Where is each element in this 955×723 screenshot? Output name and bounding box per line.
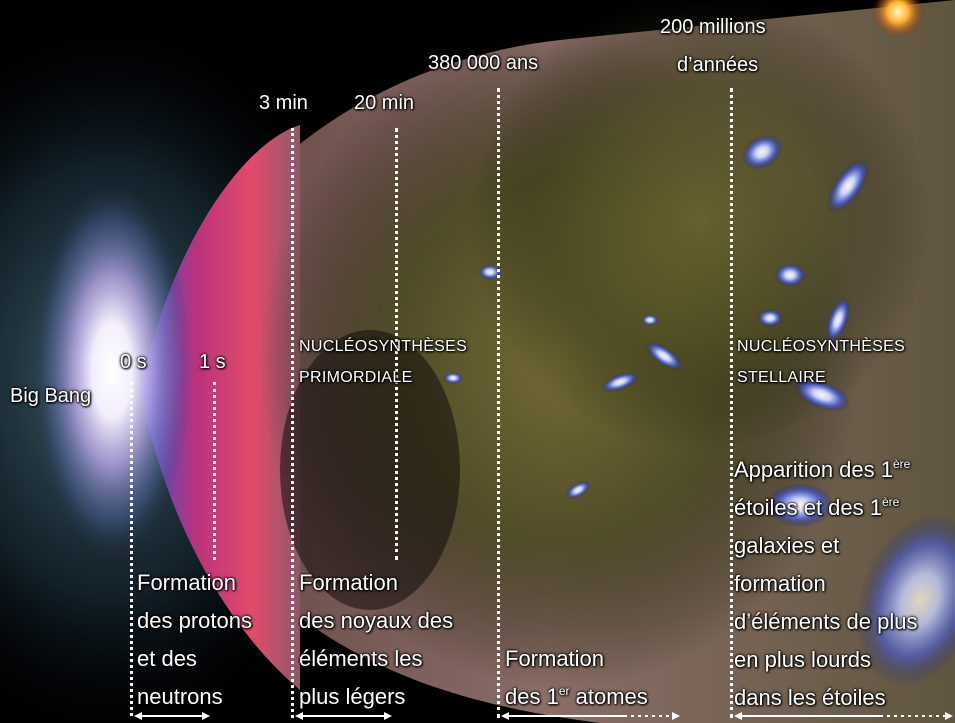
event-first-atoms: Formation des 1er atomes <box>505 640 648 716</box>
arrow-head-right <box>945 712 953 720</box>
timeline-marker-20min <box>395 128 398 560</box>
event-stars-line2: étoiles et des 1ère <box>734 489 917 527</box>
event-stars-line6: en plus lourds <box>734 647 871 672</box>
event-stars-line1: Apparition des 1ère <box>734 451 917 489</box>
event-nuclei-line1: Formation <box>299 570 399 595</box>
timeline-marker-3min <box>291 128 294 718</box>
event-stars-line7: dans les étoiles <box>734 685 886 710</box>
phase-stellar-line2: STELLAIRE <box>737 369 826 386</box>
timeline-marker-380000-ans <box>497 88 500 718</box>
arrow-head-left <box>501 712 509 720</box>
arrow-head-right <box>672 712 680 720</box>
event-atoms-line2-prefix: des 1 <box>505 684 559 709</box>
event-stars-line2-superscript: ère <box>881 495 900 509</box>
event-stars-line1-superscript: ère <box>893 457 911 471</box>
time-label-0s: 0 s <box>120 351 147 373</box>
phase-primordial-line2: PRIMORDIALE <box>299 369 413 386</box>
event-atoms-superscript: er <box>558 684 570 698</box>
timeline-marker-200-millions <box>730 88 733 718</box>
timeline-marker-1s <box>213 382 216 560</box>
time-label-200-millions-line1: 200 millions <box>660 16 766 38</box>
arrow-head-left <box>295 712 303 720</box>
event-stars-line1-prefix: Apparition des 1 <box>734 457 893 482</box>
event-nuclei-line2: des noyaux des <box>299 608 454 633</box>
phase-label-stellar: NUCLÉOSYNTHÈSES STELLAIRE <box>737 331 905 393</box>
time-label-3min: 3 min <box>259 92 308 114</box>
arrow-head-right <box>202 712 210 720</box>
event-atoms-line2: des 1er atomes <box>505 678 648 716</box>
phase-stellar-line1: NUCLÉOSYNTHÈSES <box>737 338 906 355</box>
event-stars-line3: galaxies et <box>734 533 840 558</box>
time-label-20min: 20 min <box>354 92 415 114</box>
time-label-380000-ans: 380 000 ans <box>428 52 539 74</box>
time-label-1s: 1 s <box>199 351 226 373</box>
big-bang-label: Big Bang <box>10 385 92 407</box>
time-label-200-millions-line2: d’années <box>677 54 759 76</box>
event-stars-line5: d’éléments de plus <box>734 609 918 634</box>
event-light-nuclei: Formation des noyaux des éléments les pl… <box>299 564 453 716</box>
event-atoms-line1: Formation <box>505 646 605 671</box>
event-first-stars-galaxies: Apparition des 1ère étoiles et des 1ère … <box>734 451 917 717</box>
event-protons-line2: des protons <box>137 608 252 633</box>
event-protons-neutrons: Formation des protons et des neutrons <box>137 564 252 716</box>
event-stars-line2-prefix: étoiles et des 1 <box>734 495 882 520</box>
timeline-marker-0s <box>130 382 133 716</box>
event-protons-line3: et des <box>137 646 197 671</box>
event-stars-line4: formation <box>734 571 826 596</box>
event-atoms-line2-suffix: atomes <box>569 684 648 709</box>
event-nuclei-line3: éléments les <box>299 646 423 671</box>
event-nuclei-line4: plus légers <box>299 684 406 709</box>
phase-label-primordial: NUCLÉOSYNTHÈSES PRIMORDIALE <box>299 331 467 393</box>
event-protons-line1: Formation <box>137 570 237 595</box>
phase-primordial-line1: NUCLÉOSYNTHÈSES <box>299 338 468 355</box>
event-protons-line4: neutrons <box>137 684 223 709</box>
arrow-head-left <box>734 712 742 720</box>
arrow-head-right <box>384 712 392 720</box>
arrow-head-left <box>134 712 142 720</box>
